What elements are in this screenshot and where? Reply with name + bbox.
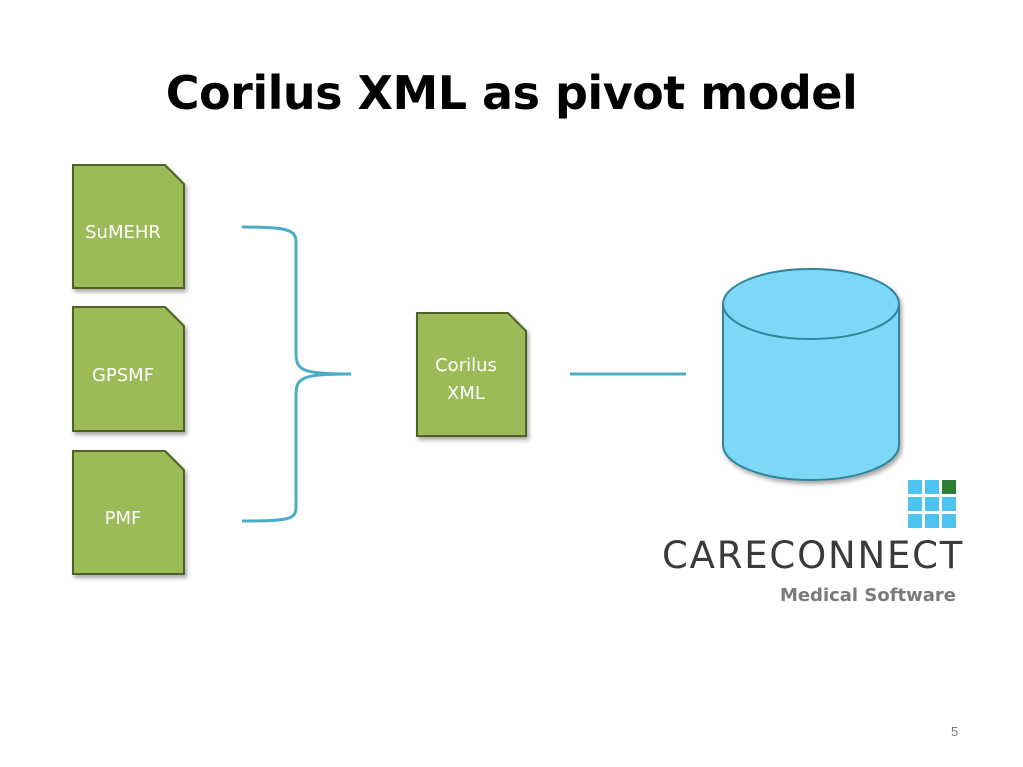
source-doc-sumehr-label: SuMEHR <box>85 222 161 243</box>
logo-brand-name: CARECONNECT <box>662 534 965 577</box>
source-doc-pmf-label: PMF <box>105 508 142 529</box>
logo-tagline: Medical Software <box>779 585 956 606</box>
slide-title: Corilus XML as pivot model <box>165 66 858 120</box>
pivot-doc-corilus-xml: Corilus XML <box>416 312 527 437</box>
page-number: 5 <box>951 724 959 739</box>
source-doc-pmf: PMF <box>72 450 185 575</box>
pivot-doc-label-line1: Corilus <box>435 355 497 376</box>
database-icon <box>722 268 900 481</box>
source-doc-gpsmf-label: GPSMF <box>92 365 154 386</box>
careconnect-logo-grid-icon <box>908 480 956 528</box>
pivot-doc-label-line2: XML <box>447 383 485 404</box>
merge-brace-connector <box>241 225 352 523</box>
source-doc-sumehr: SuMEHR <box>72 164 185 289</box>
source-doc-gpsmf: GPSMF <box>72 306 185 432</box>
